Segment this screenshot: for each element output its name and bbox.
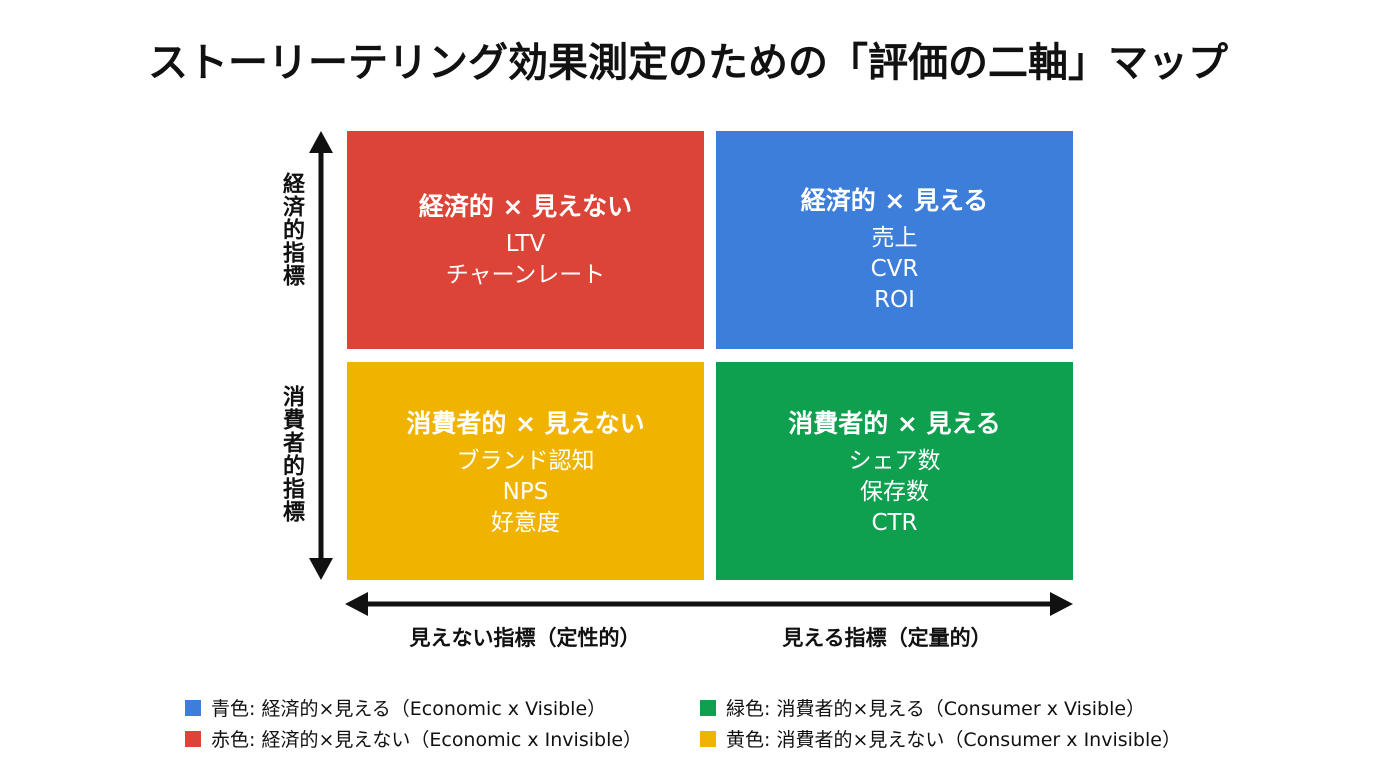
- quadrant-title: 消費者的 × 見える: [788, 409, 1001, 438]
- quadrant-economic-invisible: 経済的 × 見えない LTV チャーンレート: [347, 131, 704, 349]
- quadrant-item: シェア数: [848, 448, 941, 474]
- page-title: ストーリーテリング効果測定のための「評価の二軸」マップ: [148, 40, 1228, 86]
- y-axis-label-consumer: 消費者的指標: [279, 385, 304, 523]
- legend-label: 青色: 経済的×見える（Economic x Visible）: [211, 698, 607, 720]
- quadrant-item: ROI: [874, 287, 915, 313]
- quadrant-item: LTV: [505, 231, 546, 257]
- y-axis-label-economic: 経済的指標: [279, 172, 304, 287]
- quadrant-consumer-visible: 消費者的 × 見える シェア数 保存数 CTR: [716, 362, 1073, 580]
- red-swatch: [185, 730, 201, 747]
- legend-label: 赤色: 経済的×見えない（Economic x Invisible）: [211, 729, 643, 751]
- quadrant-item: CVR: [870, 256, 919, 282]
- quadrant-title: 消費者的 × 見えない: [406, 409, 645, 438]
- quadrant-item: CTR: [871, 510, 918, 536]
- quadrant-economic-visible: 経済的 × 見える 売上 CVR ROI: [716, 131, 1073, 349]
- x-axis-label-invisible: 見えない指標（定性的）: [409, 626, 641, 650]
- blue-swatch: [185, 699, 201, 716]
- quadrant-title: 経済的 × 見える: [800, 186, 989, 215]
- quadrant-item: NPS: [502, 479, 549, 505]
- quadrant-item: 売上: [871, 225, 918, 251]
- quadrant-item: ブランド認知: [456, 448, 595, 474]
- legend-label: 黄色: 消費者的×見えない（Consumer x Invisible）: [726, 729, 1181, 751]
- vertical-axis-arrow: [309, 131, 333, 580]
- legend-item-green: 緑色: 消費者的×見える（Consumer x Visible）: [700, 694, 1145, 721]
- quadrant-item: 保存数: [860, 479, 929, 505]
- green-swatch: [700, 699, 716, 716]
- legend-item-yellow: 黄色: 消費者的×見えない（Consumer x Invisible）: [700, 725, 1181, 752]
- x-axis-label-visible: 見える指標（定量的）: [782, 626, 992, 650]
- legend-item-red: 赤色: 経済的×見えない（Economic x Invisible）: [185, 725, 642, 752]
- legend-label: 緑色: 消費者的×見える（Consumer x Visible）: [726, 698, 1146, 720]
- legend-item-blue: 青色: 経済的×見える（Economic x Visible）: [185, 694, 606, 721]
- quadrant-title: 経済的 × 見えない: [418, 192, 633, 221]
- quadrant-consumer-invisible: 消費者的 × 見えない ブランド認知 NPS 好意度: [347, 362, 704, 580]
- yellow-swatch: [700, 730, 716, 747]
- quadrant-item: チャーンレート: [445, 262, 606, 288]
- horizontal-axis-arrow: [345, 592, 1073, 616]
- quadrant-item: 好意度: [491, 510, 560, 536]
